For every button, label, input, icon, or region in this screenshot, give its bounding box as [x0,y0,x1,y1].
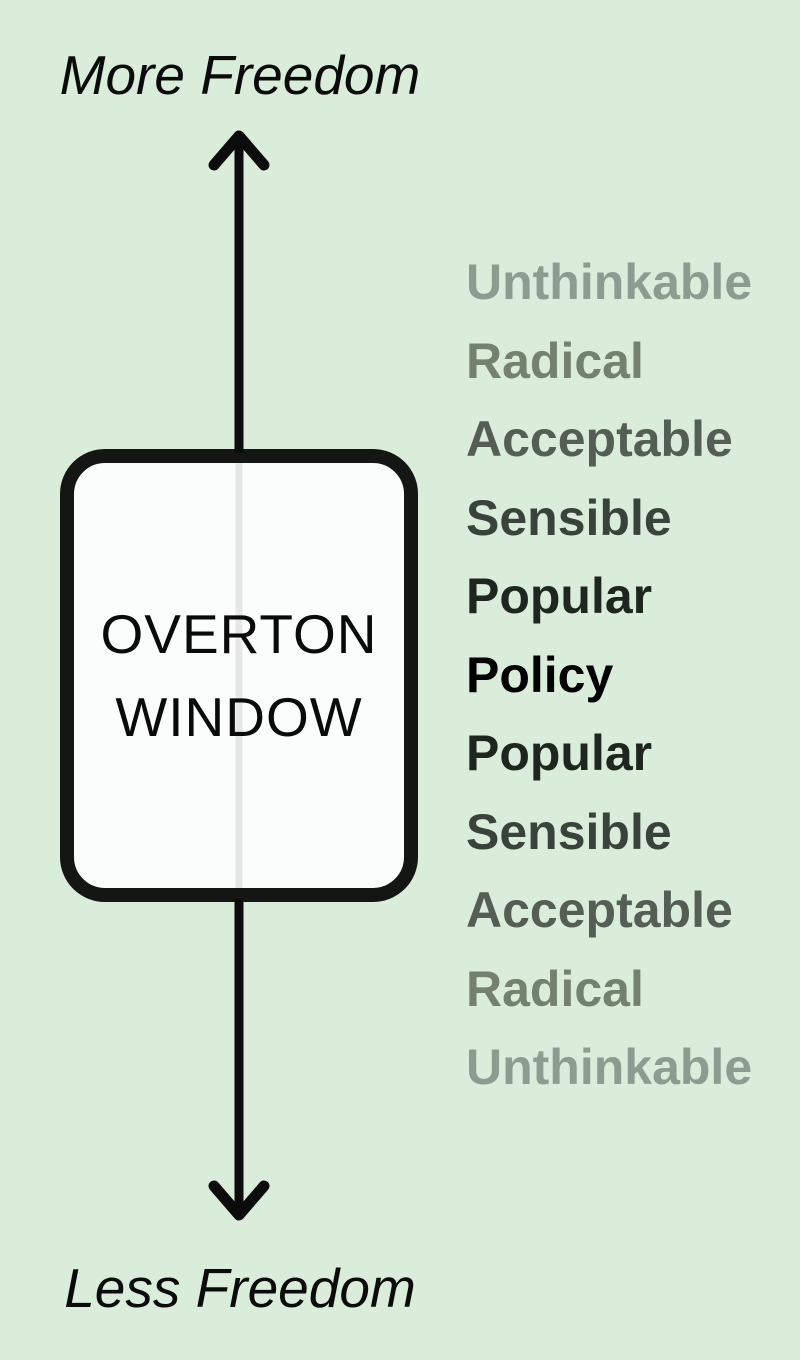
less-freedom-label: Less Freedom [64,1257,416,1319]
down-arrowhead-icon [208,1180,270,1221]
ladder-item-acceptable-bottom: Acceptable [466,882,733,938]
ladder-item-unthinkable-bottom: Unthinkable [466,1039,753,1095]
ladder-item-radical-bottom: Radical [466,960,644,1017]
overton-window-title-line1: OVERTON [100,602,378,665]
overton-window-title-line2: WINDOW [115,685,363,748]
ladder-item-policy: Policy [466,646,614,703]
ladder-item-sensible-top: Sensible [466,489,672,546]
ladder-item-radical-top: Radical [466,332,644,389]
ladder-item-popular-bottom: Popular [466,725,653,781]
ladder-item-acceptable-top: Acceptable [466,411,733,467]
ladder-item-unthinkable-top: Unthinkable [466,254,753,310]
overton-window-title: OVERTON WINDOW [60,449,418,902]
ladder-item-sensible-bottom: Sensible [466,803,672,860]
more-freedom-label: More Freedom [59,44,421,106]
up-arrowhead-icon [208,130,270,171]
acceptance-ladder: Unthinkable Radical Acceptable Sensible … [466,243,796,1107]
ladder-item-popular-top: Popular [466,568,653,624]
